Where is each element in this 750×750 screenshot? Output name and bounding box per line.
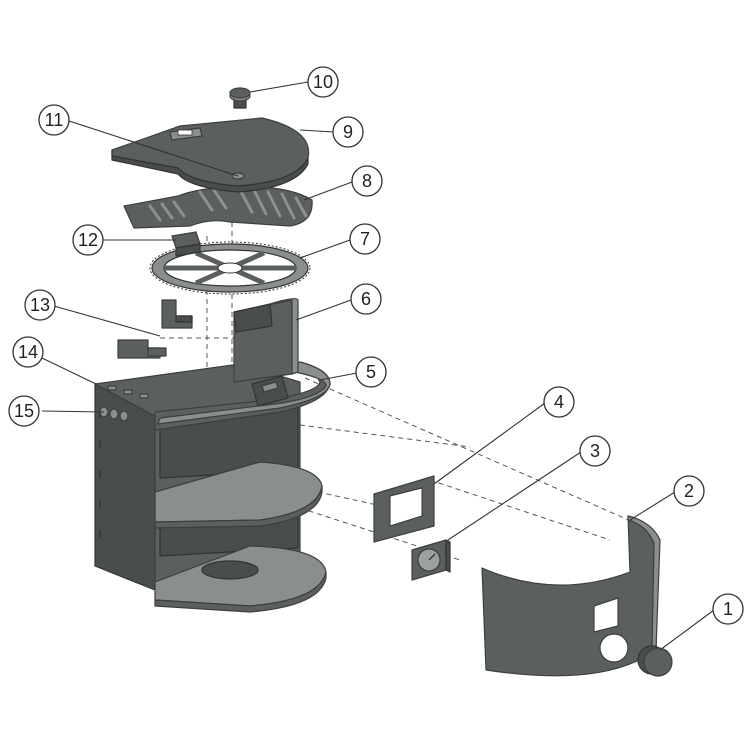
callout-label: 12 [78, 230, 98, 250]
callout-1: 1 [712, 593, 744, 625]
callout-label: 1 [723, 599, 733, 619]
callout-label: 10 [313, 72, 333, 92]
callout-11: 11 [38, 104, 70, 136]
front-knob [637, 645, 673, 677]
callout-label: 4 [554, 392, 564, 412]
callout-label: 11 [45, 110, 64, 130]
front-panel [481, 515, 661, 677]
bottom-plate [154, 545, 327, 613]
middle-shelf [154, 461, 323, 529]
callout-14: 14 [12, 336, 44, 368]
callout-12: 12 [72, 224, 104, 256]
small-block [171, 231, 201, 257]
brackets [117, 299, 193, 359]
callout-10: 10 [307, 66, 339, 98]
leader-lines [41, 81, 715, 651]
callout-label: 2 [684, 481, 694, 501]
callout-label: 14 [18, 342, 38, 362]
door-frame [373, 475, 435, 543]
callout-5: 5 [355, 356, 387, 388]
hopper [233, 298, 299, 407]
callout-label: 5 [366, 362, 376, 382]
callout-8: 8 [351, 165, 383, 197]
callout-2: 2 [673, 475, 705, 507]
callout-label: 6 [361, 289, 371, 309]
lid-knob [229, 87, 251, 109]
callout-4: 4 [543, 386, 575, 418]
callout-label: 7 [360, 229, 370, 249]
callout-15: 15 [8, 395, 40, 427]
callout-label: 13 [30, 295, 50, 315]
gear-ring [149, 241, 311, 295]
callout-13: 13 [24, 289, 56, 321]
callout-label: 15 [14, 401, 34, 421]
lid [111, 117, 310, 193]
callout-6: 6 [350, 283, 382, 315]
callout-label: 3 [590, 441, 600, 461]
top-rim-ring [154, 361, 331, 431]
callout-label: 9 [343, 122, 353, 142]
grate [123, 185, 313, 229]
callout-label: 8 [362, 171, 372, 191]
callout-9: 9 [332, 116, 364, 148]
callout-7: 7 [349, 223, 381, 255]
callout-3: 3 [579, 435, 611, 467]
gauge-plate [411, 539, 451, 581]
